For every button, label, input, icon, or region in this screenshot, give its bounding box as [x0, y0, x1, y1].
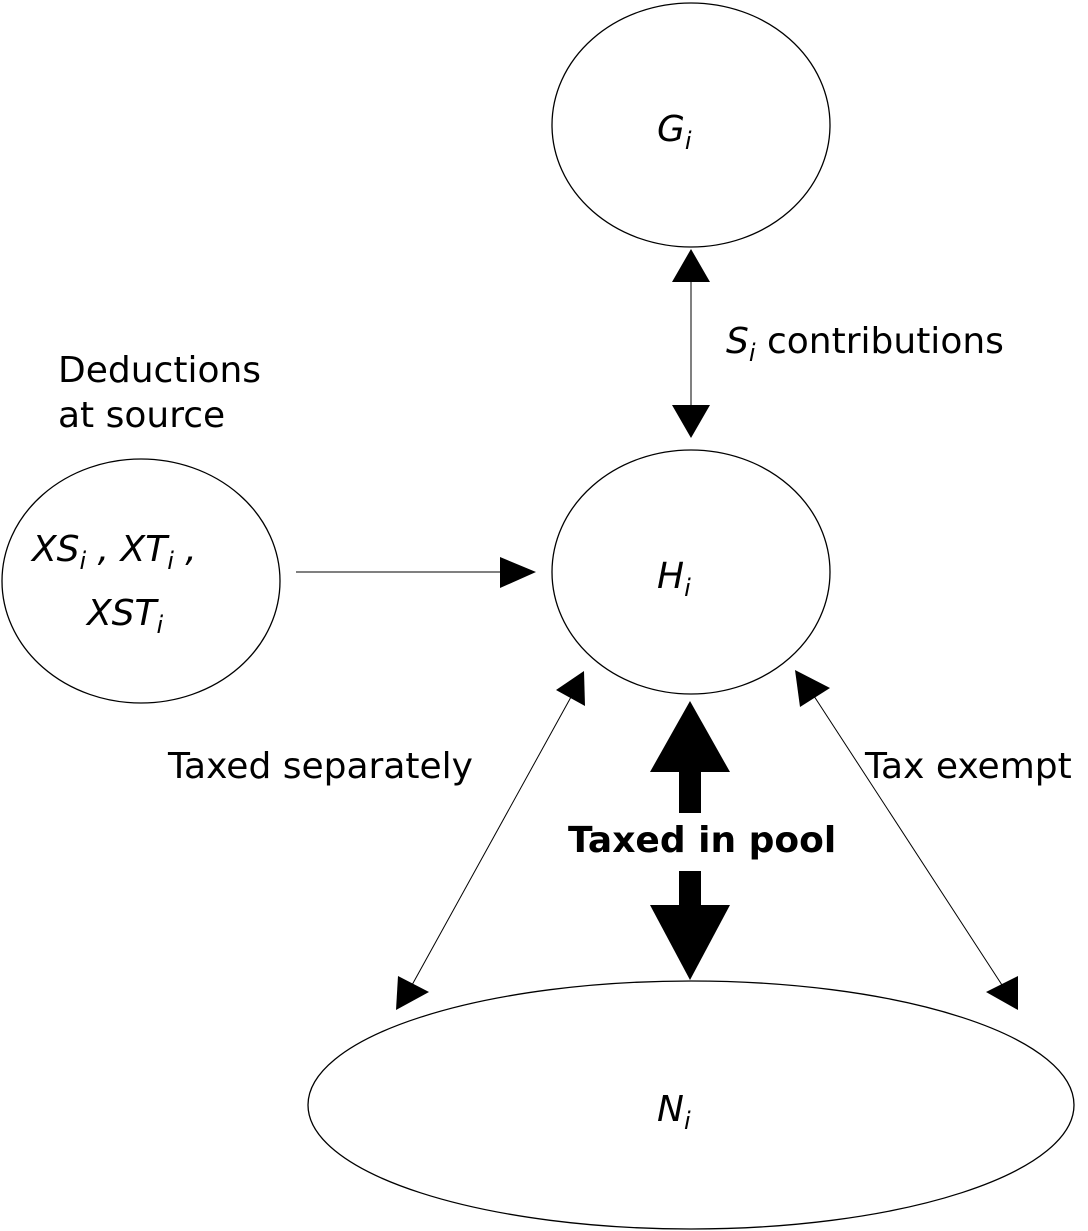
arrowhead-up-to-g — [672, 249, 710, 282]
node-n — [307, 980, 1075, 1230]
deductions-label-line1: Deductions — [58, 350, 261, 391]
node-x-xt-symbol: XT — [119, 529, 171, 570]
arrowhead-right-to-h — [500, 557, 536, 588]
contributions-symbol: S — [726, 321, 749, 362]
node-x-xst-symbol: XST — [85, 593, 160, 634]
arrowhead-right-up-to-h — [795, 670, 830, 707]
arrowhead-thick-down-to-n — [650, 905, 730, 980]
arrowhead-down-to-h — [672, 405, 710, 438]
node-x-label-line2: XSTi — [85, 593, 164, 639]
node-g-symbol: G — [657, 109, 685, 150]
arrowhead-left-down-to-n — [396, 976, 429, 1010]
deductions-label-line2: at source — [58, 395, 225, 436]
node-x-xst-subscript: i — [157, 611, 164, 639]
contributions-label: Si contributions — [726, 321, 1004, 367]
edge-h-n-left-line — [411, 696, 572, 986]
node-n-label: Ni — [657, 1089, 691, 1135]
taxed-separately-label: Taxed separately — [167, 746, 473, 787]
node-x-label-line1: XSi , XTi , — [30, 529, 197, 575]
tax-exempt-label: Tax exempt — [864, 746, 1072, 787]
node-g-subscript: i — [685, 127, 692, 155]
arrowhead-left-up-to-h — [556, 671, 585, 706]
arrowhead-right-down-to-n — [986, 976, 1018, 1010]
node-n-subscript: i — [684, 1107, 691, 1135]
node-x-xt-subscript: i — [167, 547, 174, 575]
node-h-label: Hi — [657, 556, 691, 602]
arrowhead-thick-up-to-h — [650, 701, 730, 772]
node-h-subscript: i — [684, 574, 691, 602]
contributions-subscript: i — [749, 339, 756, 367]
taxed-in-pool-label: Taxed in pool — [568, 820, 836, 861]
node-n-symbol: N — [657, 1089, 684, 1130]
node-h — [551, 449, 831, 695]
node-g — [551, 2, 831, 248]
node-g-label: Gi — [657, 109, 692, 155]
node-x-xs-subscript: i — [80, 547, 87, 575]
node-h-symbol: H — [657, 556, 684, 597]
node-x-xs-symbol: XS — [30, 529, 80, 570]
edge-h-n-right-line — [811, 692, 1003, 986]
node-x — [1, 458, 281, 704]
contributions-text: contributions — [756, 321, 1004, 362]
node-x-separator: , — [86, 529, 120, 570]
node-x-trailing: , — [174, 529, 197, 570]
